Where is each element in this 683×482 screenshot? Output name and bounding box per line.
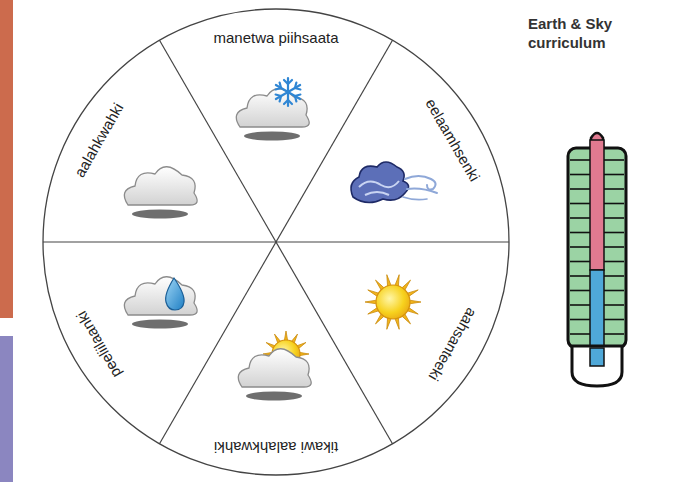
scale-tick <box>604 188 624 190</box>
scale-tick <box>604 261 624 263</box>
scale-tick <box>570 159 590 161</box>
scale-tick <box>570 203 590 205</box>
scale-tick <box>570 246 590 248</box>
weather-sector: tikawi aalahkwahki <box>211 437 341 456</box>
partly-cloudy-icon <box>238 331 311 401</box>
scale-tick <box>570 290 590 292</box>
scale-tick <box>570 232 590 234</box>
scale-tick <box>604 304 624 306</box>
scale-tick <box>604 333 624 335</box>
scale-tick <box>604 159 624 161</box>
sector-divider <box>160 40 393 444</box>
scale-tick <box>570 304 590 306</box>
snowflake-arm <box>274 82 290 96</box>
scale-tick <box>570 261 590 263</box>
scale-tick <box>570 275 590 277</box>
scale-tick <box>570 333 590 335</box>
edge-strip <box>0 0 13 318</box>
sector-label: manetwa piihsaata <box>213 30 338 47</box>
scale-tick <box>604 319 624 321</box>
scale-tick <box>570 217 590 219</box>
scale-tick <box>604 290 624 292</box>
scale-tick <box>604 275 624 277</box>
scale-tick <box>570 319 590 321</box>
curriculum-title: Earth & Sky curriculum <box>528 15 658 53</box>
scale-tick <box>604 232 624 234</box>
snow-cloud-icon <box>236 78 309 141</box>
edge-strip <box>0 336 13 482</box>
scale-tick <box>570 188 590 190</box>
wheel-outline <box>43 9 509 475</box>
sun-icon <box>365 275 421 330</box>
wind-icon <box>351 162 437 203</box>
scale-tick <box>604 203 624 205</box>
sector-divider <box>160 40 393 444</box>
scale-tick <box>604 217 624 219</box>
scale-tick <box>604 174 624 176</box>
scale-tick <box>570 174 590 176</box>
weather-sector: manetwa piihsaata <box>210 29 341 48</box>
rain-cloud-icon <box>124 277 197 329</box>
scale-tick <box>604 246 624 248</box>
cloud-icon <box>124 167 197 219</box>
thermometer-icon <box>568 133 626 386</box>
sector-label: tikawi aalahkwahki <box>214 438 338 455</box>
